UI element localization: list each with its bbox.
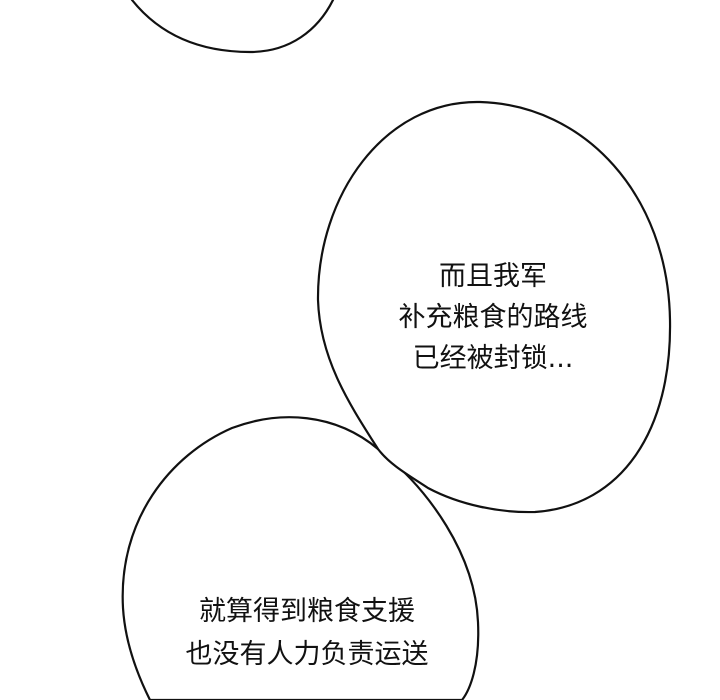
speech-bubble-right — [316, 100, 672, 514]
dialogue-line: 而且我军 — [439, 261, 547, 292]
dialogue-line: 已经被封锁... — [412, 343, 574, 374]
speech-bubble-lower-left — [121, 416, 480, 700]
dialogue-line: 补充粮食的路线 — [398, 302, 588, 333]
dialogue-text-route-blocked: 而且我军 补充粮食的路线 已经被封锁... — [352, 256, 634, 379]
speech-bubble-top-partial — [130, 0, 335, 54]
dialogue-text-no-manpower: 就算得到粮食支援 也没有人力负责运送 — [132, 590, 482, 676]
dialogue-line: 也没有人力负责运送 — [185, 639, 429, 670]
dialogue-line: 就算得到粮食支援 — [199, 596, 415, 627]
